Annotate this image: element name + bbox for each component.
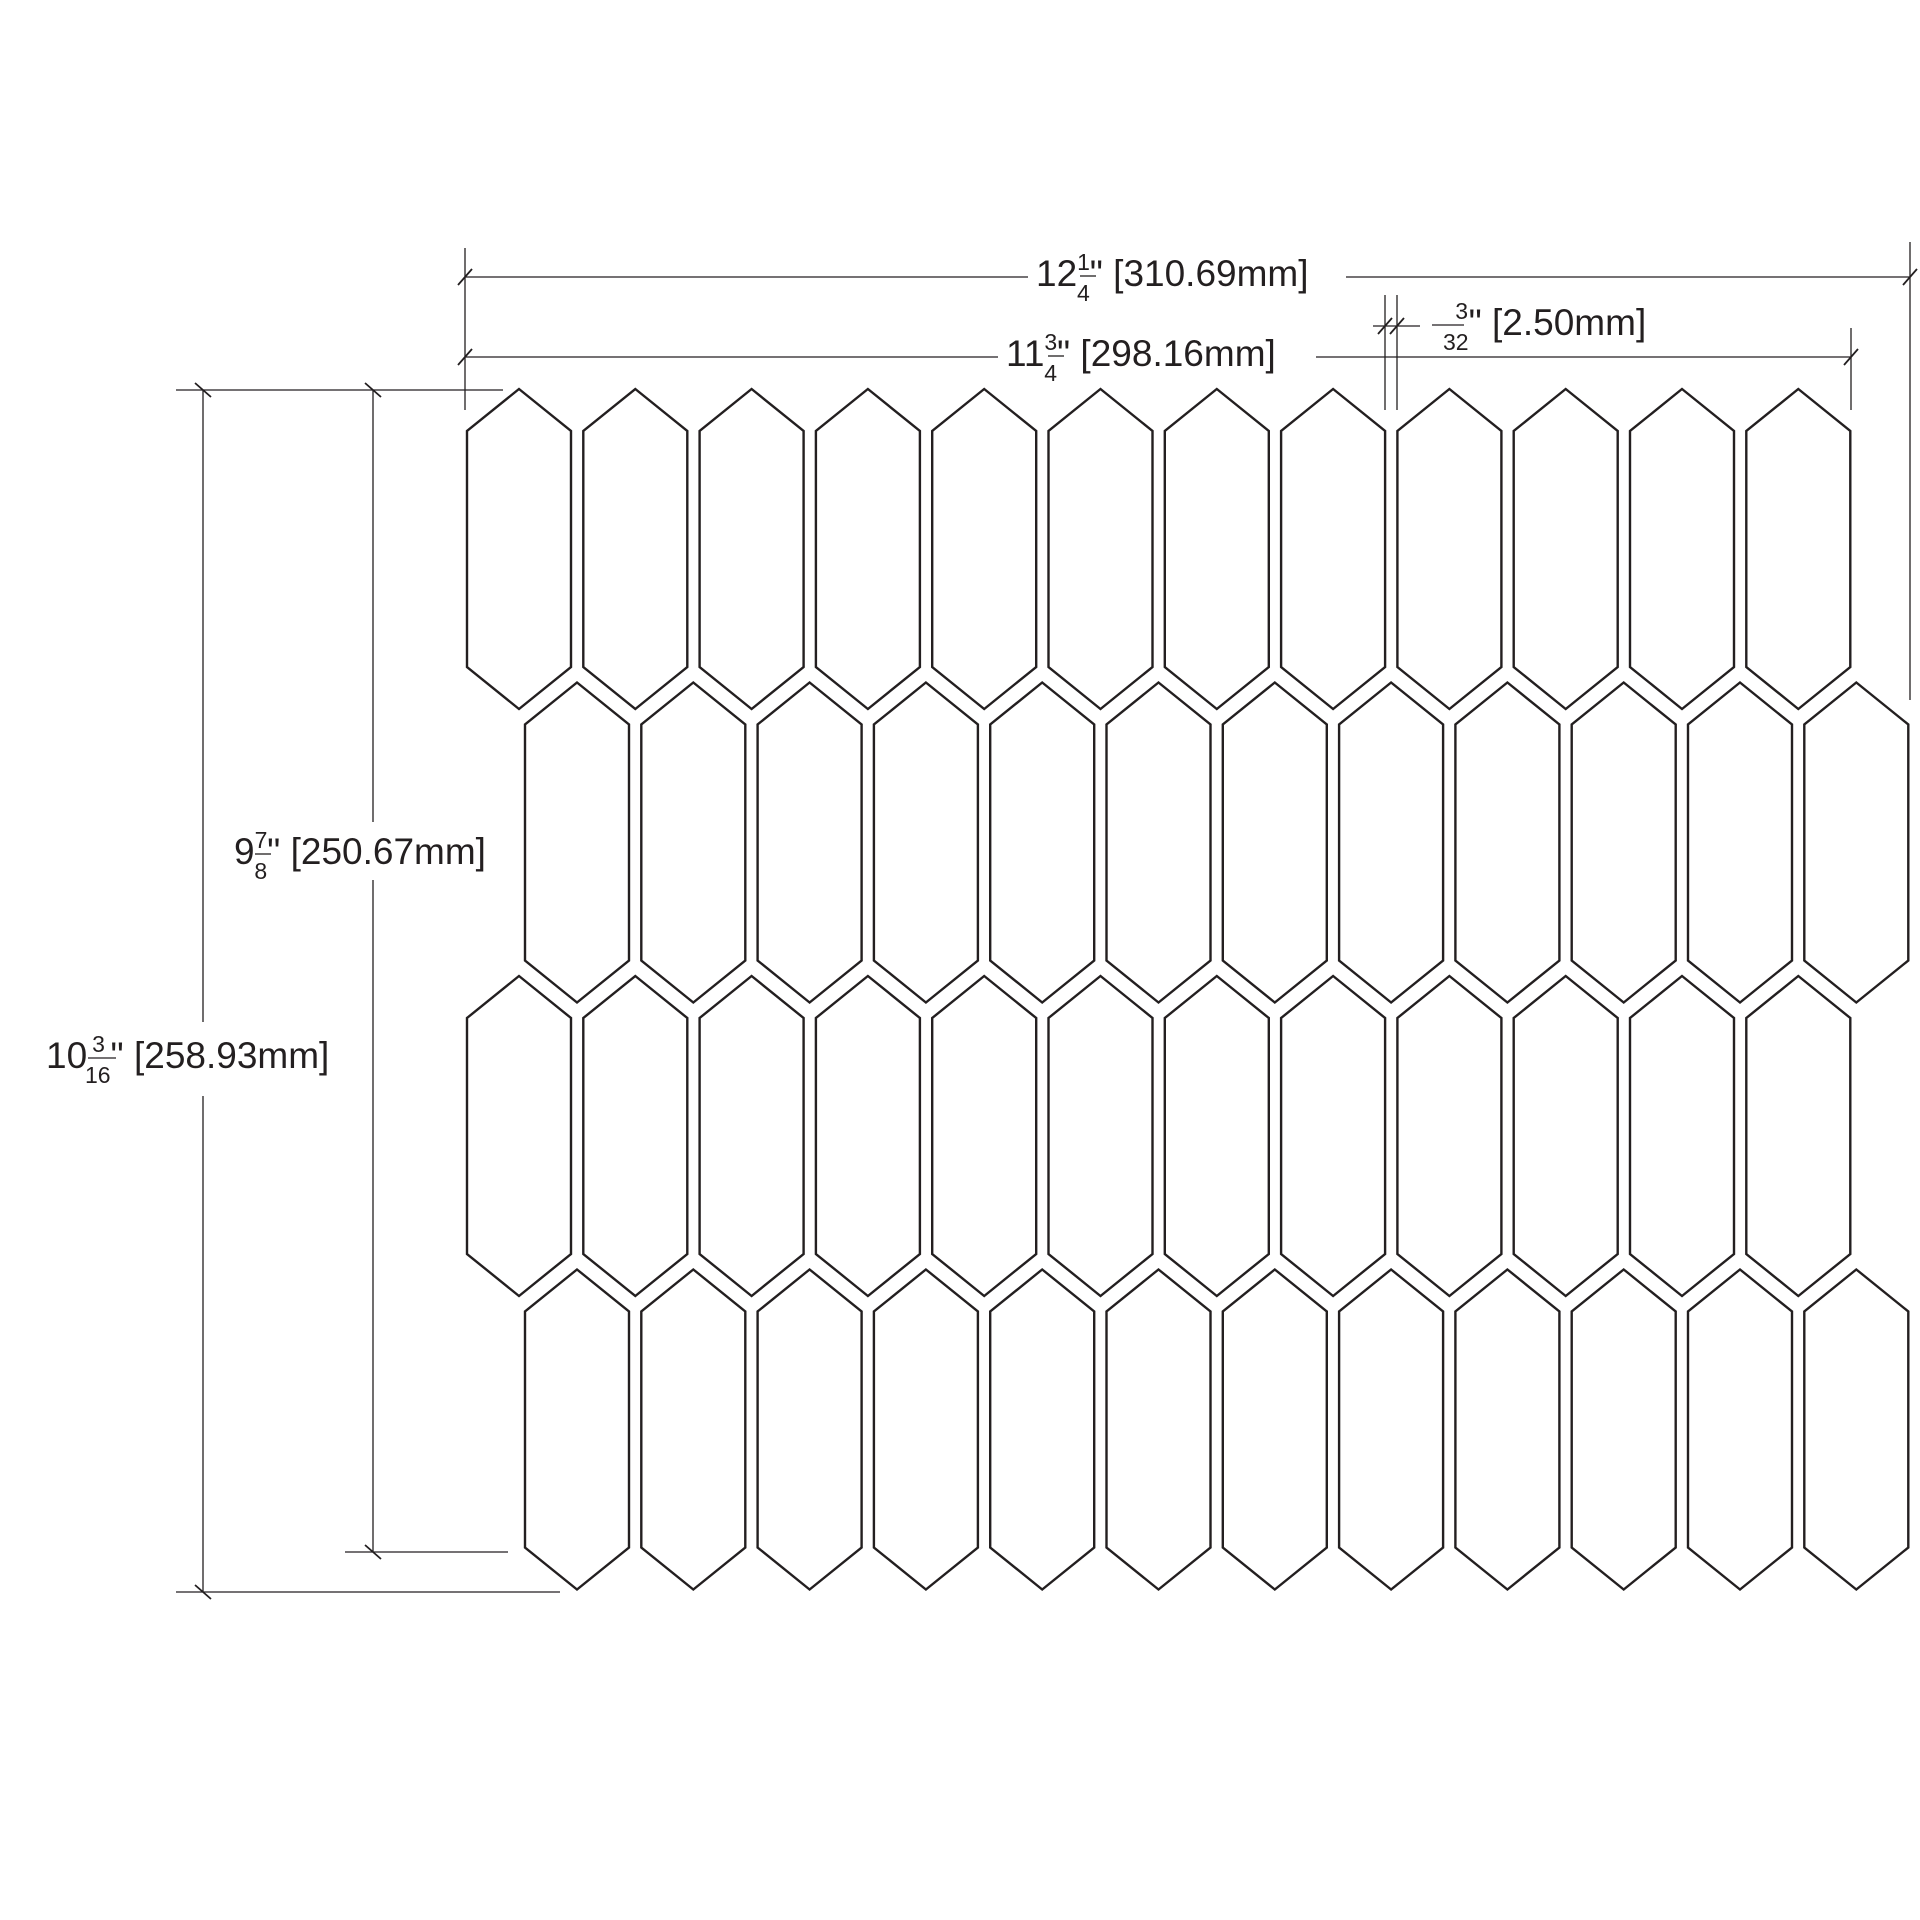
tick: [457, 348, 473, 366]
tile: [1047, 387, 1154, 711]
dimension-lines: [176, 242, 1918, 1600]
tile: [1337, 680, 1445, 1005]
tile: [989, 680, 1096, 1005]
tick: [1389, 317, 1405, 335]
tile: [1105, 680, 1212, 1005]
tick: [194, 382, 212, 398]
tick: [1843, 348, 1859, 366]
tile: [1221, 680, 1329, 1005]
tile: [523, 680, 631, 1005]
inner-height-label: 97 8" [250.67mm]: [234, 827, 486, 884]
tile: [756, 1267, 863, 1592]
inner-height-whole: 9: [234, 831, 255, 872]
tile: [465, 387, 573, 711]
tick: [364, 1544, 382, 1560]
tile: [1396, 387, 1503, 711]
gap-num: 3: [1455, 298, 1468, 324]
overall-height-den: 16: [85, 1062, 111, 1088]
tile: [1163, 387, 1271, 711]
overall-width-num: 1: [1077, 249, 1090, 275]
tile: [989, 1267, 1096, 1592]
overall-width-label: 121 4" [310.69mm]: [1036, 249, 1309, 306]
tile: [1512, 387, 1619, 711]
inner-height-den: 8: [254, 858, 267, 884]
gap-rest: " [2.50mm]: [1469, 302, 1647, 343]
tile-width-den: 4: [1044, 360, 1057, 386]
tile: [756, 680, 863, 1005]
tile: [698, 387, 805, 711]
tile: [1396, 974, 1503, 1298]
overall-width-rest: " [310.69mm]: [1090, 253, 1309, 294]
tile: [1105, 1267, 1212, 1592]
tile: [1221, 1267, 1329, 1592]
tile: [465, 974, 573, 1298]
tile: [1686, 1267, 1794, 1592]
tile: [523, 1267, 631, 1592]
tick: [1377, 317, 1393, 335]
tile: [872, 1267, 980, 1592]
tile: [1454, 680, 1561, 1005]
tile: [1570, 1267, 1677, 1592]
tile: [1279, 974, 1387, 1298]
overall-height-rest: " [258.93mm]: [111, 1035, 330, 1076]
tile: [640, 1267, 747, 1592]
inner-height-num: 7: [255, 827, 268, 853]
tile-grid: [465, 387, 1910, 1592]
tile: [582, 387, 689, 711]
tile-width-rest: " [298.16mm]: [1057, 333, 1276, 374]
tile: [1512, 974, 1619, 1298]
tile: [1745, 974, 1852, 1298]
tile-width-whole: 11: [1006, 333, 1044, 374]
tile: [1803, 680, 1910, 1005]
overall-width-whole: 12: [1036, 253, 1077, 294]
tile: [1745, 387, 1852, 711]
tile: [1454, 1267, 1561, 1592]
tile: [931, 387, 1038, 711]
tile: [1628, 387, 1736, 711]
tile: [1570, 680, 1677, 1005]
tile: [1163, 974, 1271, 1298]
tick: [457, 268, 473, 286]
tile: [814, 974, 922, 1298]
overall-width-den: 4: [1077, 280, 1090, 306]
tick: [364, 382, 382, 398]
tile: [1803, 1267, 1910, 1592]
tile-width-label: 113 4" [298.16mm]: [1006, 329, 1276, 386]
tile: [814, 387, 922, 711]
overall-height-num: 3: [92, 1031, 105, 1057]
gap-den: 32: [1443, 329, 1469, 355]
tile: [582, 974, 689, 1298]
tile: [1686, 680, 1794, 1005]
overall-height-whole: 10: [46, 1035, 87, 1076]
inner-height-rest: " [250.67mm]: [267, 831, 486, 872]
tile-width-num: 3: [1044, 329, 1057, 355]
tile: [698, 974, 805, 1298]
tile: [872, 680, 980, 1005]
tick: [194, 1584, 212, 1600]
tile: [1628, 974, 1736, 1298]
tile: [1047, 974, 1154, 1298]
tile: [931, 974, 1038, 1298]
tile: [640, 680, 747, 1005]
tick: [1902, 268, 1918, 286]
tile: [1279, 387, 1387, 711]
tile: [1337, 1267, 1445, 1592]
gap-label: 3 32" [2.50mm]: [1443, 298, 1646, 355]
